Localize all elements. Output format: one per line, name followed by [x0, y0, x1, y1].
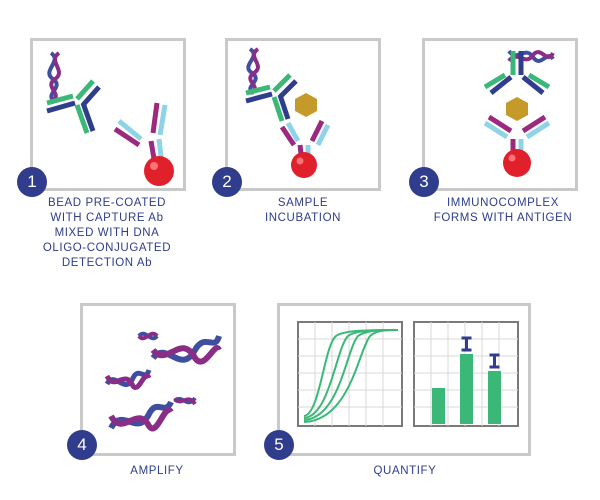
- capture-antibody-icon: [46, 79, 101, 134]
- caption-line: IMMUNOCOMPLEX: [447, 197, 559, 209]
- step-5-panel: [277, 303, 531, 456]
- capture-antibody-icon: [245, 73, 298, 122]
- step-4-illustration: [104, 331, 222, 432]
- dna-helix-icon: [137, 331, 159, 341]
- step-5-badge: 5: [264, 430, 294, 460]
- step-5-caption: QUANTIFY: [330, 464, 480, 479]
- antigen-icon: [506, 97, 528, 121]
- amplification-curve: [303, 329, 399, 423]
- chart-bar: [432, 388, 445, 424]
- bead-icon: [503, 149, 531, 177]
- quantification-bar-chart: [413, 321, 519, 427]
- step-4-badge: 4: [67, 430, 97, 460]
- step-5-illustration: [297, 321, 519, 427]
- caption-line: WITH CAPTURE Ab: [50, 212, 164, 224]
- bead-icon: [291, 152, 317, 178]
- error-bar: [489, 353, 500, 369]
- amplification-curves-chart: [297, 321, 403, 427]
- antigen-icon: [295, 93, 317, 117]
- dna-helix-icon: [150, 334, 222, 365]
- dna-helix-icon: [108, 400, 174, 432]
- step-1-badge: 1: [17, 167, 47, 197]
- step-3-panel: [422, 38, 578, 191]
- dna-oligo-icon: [47, 51, 61, 103]
- caption-line: BEAD PRE-COATED: [47, 197, 167, 209]
- dna-oligo-icon: [507, 49, 555, 63]
- step-1-illustration: [46, 51, 174, 186]
- caption-line: AMPLIFY: [130, 465, 184, 477]
- dna-oligo-icon: [246, 47, 260, 95]
- detection-antibody-icon: [113, 102, 168, 166]
- step-2-badge: 2: [212, 167, 242, 197]
- caption-line: INCUBATION: [264, 212, 342, 224]
- step-1-caption: BEAD PRE-COATED WITH CAPTURE Ab MIXED WI…: [32, 196, 182, 271]
- step-4-caption: AMPLIFY: [82, 464, 232, 479]
- caption-line: SAMPLE: [277, 197, 329, 209]
- caption-line: DETECTION Ab: [61, 257, 153, 269]
- step-4-panel: [80, 303, 236, 456]
- step-2-illustration: [245, 47, 331, 178]
- step-3-caption: IMMUNOCOMPLEX FORMS WITH ANTIGEN: [418, 196, 588, 226]
- dna-helix-icon: [104, 368, 152, 391]
- caption-line: FORMS WITH ANTIGEN: [433, 212, 573, 224]
- step-3-badge: 3: [409, 167, 439, 197]
- error-bar: [461, 336, 472, 352]
- step-1-panel: [30, 38, 186, 191]
- caption-line: MIXED WITH DNA: [54, 227, 160, 239]
- caption-line: QUANTIFY: [373, 465, 437, 477]
- capture-antibody-icon: [483, 51, 551, 95]
- dna-helix-icon: [173, 396, 197, 406]
- bead-icon: [144, 156, 174, 186]
- chart-bar: [460, 354, 473, 424]
- chart-bar: [488, 371, 501, 424]
- step-2-caption: SAMPLE INCUBATION: [228, 196, 378, 226]
- step-2-panel: [225, 38, 381, 191]
- caption-line: OLIGO-CONJUGATED: [42, 242, 172, 254]
- step-3-illustration: [483, 49, 555, 177]
